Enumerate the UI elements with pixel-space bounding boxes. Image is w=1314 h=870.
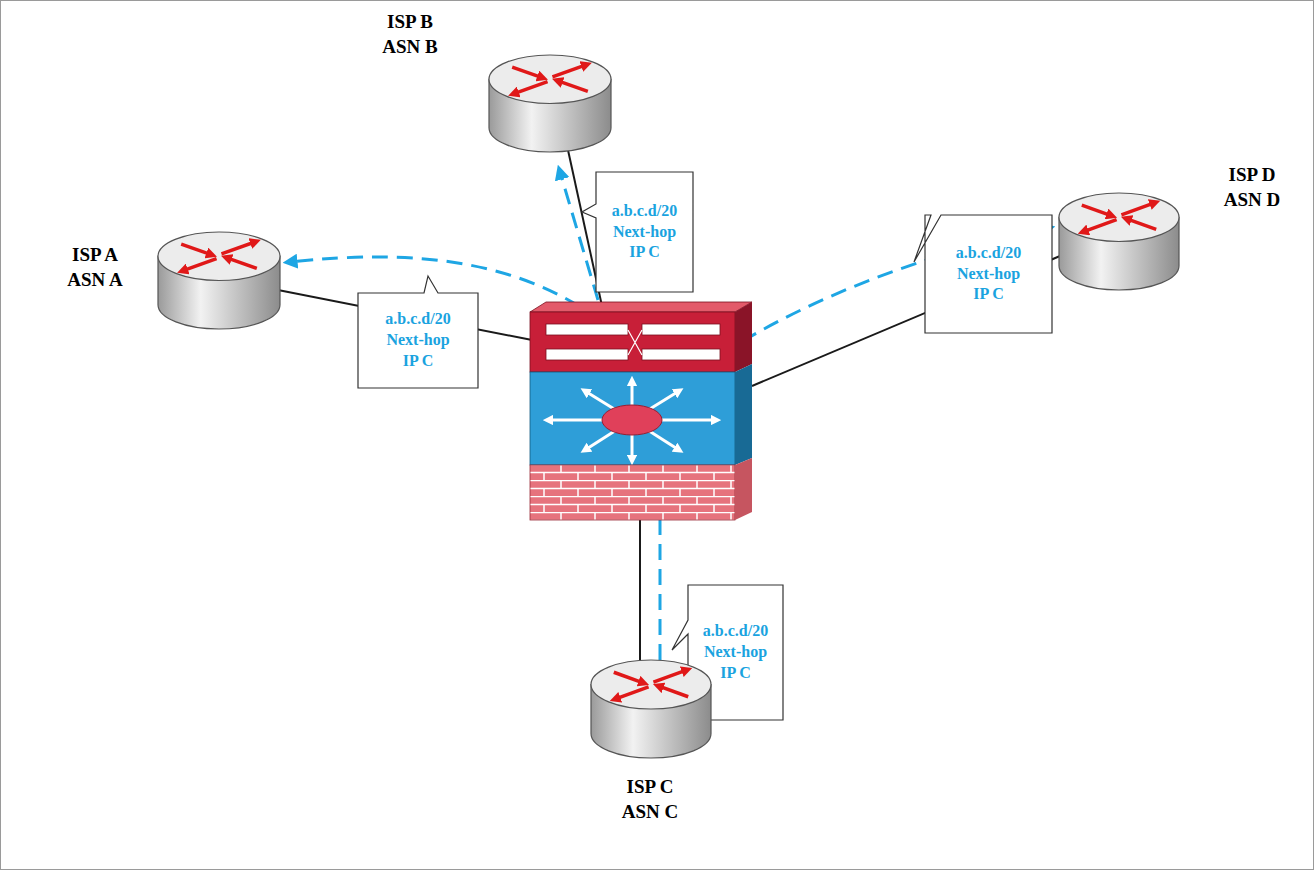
- router-label: ISP CASN C: [622, 775, 678, 824]
- isp-router: ISP CASN C: [590, 660, 712, 758]
- isp-name: ISP B: [382, 10, 437, 35]
- isp-name: ISP D: [1224, 163, 1280, 188]
- route-callout: a.b.c.d/20 Next-hop IP C: [596, 172, 693, 292]
- isp-name: ISP A: [67, 243, 122, 268]
- route-announcement: a.b.c.d/20 Next-hop IP C: [701, 621, 770, 683]
- router-label: ISP AASN A: [67, 243, 122, 292]
- router-label: ISP BASN B: [382, 10, 437, 59]
- router-icon: [590, 660, 712, 758]
- isp-router: ISP AASN A: [157, 232, 281, 329]
- isp-router: ISP DASN D: [1058, 193, 1180, 290]
- asn-name: ASN B: [382, 35, 437, 60]
- router-icon: [157, 232, 281, 329]
- route-announcement: a.b.c.d/20 Next-hop IP C: [610, 201, 679, 263]
- core-device: [530, 302, 752, 520]
- router-icon: [488, 55, 612, 152]
- isp-router: ISP BASN B: [488, 55, 612, 152]
- asn-name: ASN A: [67, 268, 122, 293]
- asn-name: ASN C: [622, 800, 678, 825]
- asn-name: ASN D: [1224, 188, 1280, 213]
- isp-name: ISP C: [622, 775, 678, 800]
- route-announcement: a.b.c.d/20 Next-hop IP C: [954, 243, 1023, 305]
- route-announcement: a.b.c.d/20 Next-hop IP C: [384, 309, 453, 371]
- route-callout: a.b.c.d/20 Next-hop IP C: [358, 293, 478, 388]
- route-callout: a.b.c.d/20 Next-hop IP C: [925, 215, 1052, 333]
- links: [278, 150, 1060, 662]
- router-label: ISP DASN D: [1224, 163, 1280, 212]
- router-icon: [1058, 193, 1180, 290]
